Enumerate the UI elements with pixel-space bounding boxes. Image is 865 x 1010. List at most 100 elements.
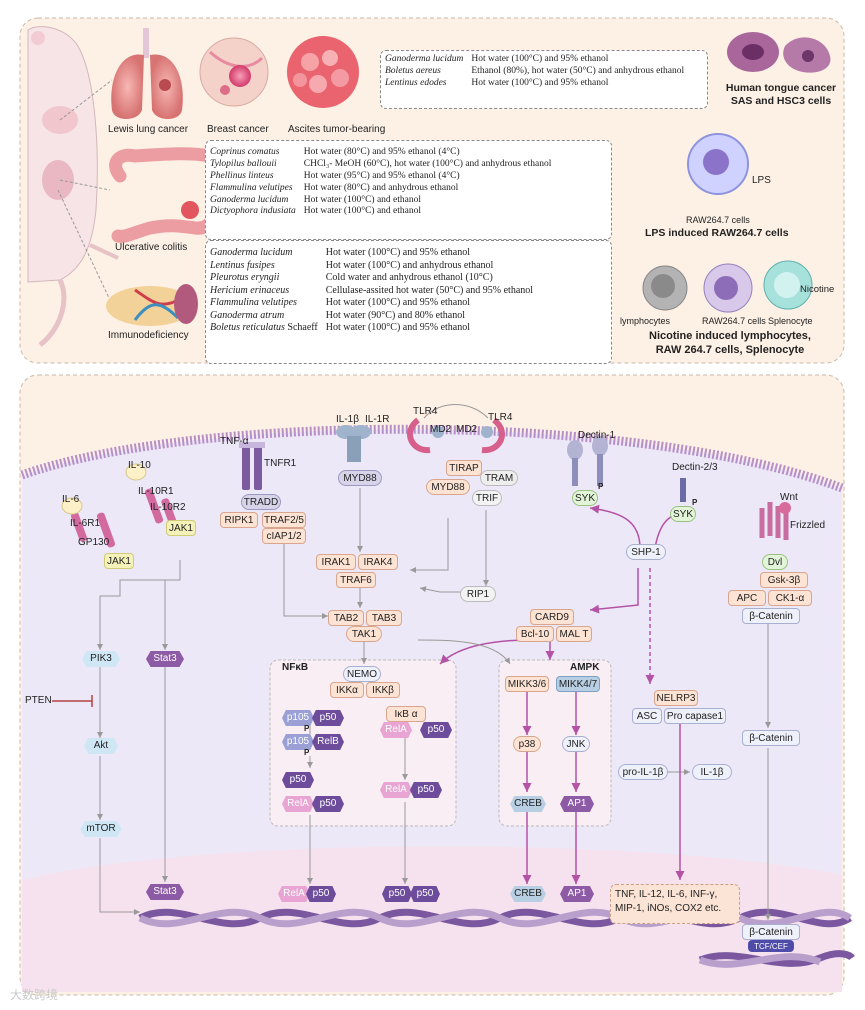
- myd88-node-a: MYD88: [338, 470, 382, 486]
- breast-illustration: [199, 37, 269, 107]
- mtor-node: mTOR: [80, 821, 122, 837]
- phospho-label-d: P: [304, 748, 310, 757]
- tnfr1-label: TNFR1: [264, 458, 297, 469]
- trif-node: TRIF: [472, 490, 502, 506]
- immuno-illustration: [106, 284, 198, 326]
- mikk36-node: MIKK3/6: [505, 676, 549, 692]
- syk-node-a: SYK: [572, 490, 598, 506]
- creb-node-dna: CREB: [510, 886, 546, 902]
- species-name: Dictyophora indusiata: [210, 206, 296, 217]
- creb-node-a: CREB: [510, 796, 546, 812]
- pten-inhibit-line: [52, 695, 93, 707]
- il10r1-label: IL-10R1: [138, 486, 174, 497]
- pik3-node: PIK3: [82, 651, 120, 667]
- ampk-title: AMPK: [570, 662, 600, 673]
- nfkb-title: NFκB: [282, 662, 309, 673]
- bcatenin-node-3: β-Catenin: [742, 924, 800, 940]
- il1r-label: IL-1R: [365, 414, 390, 425]
- tongue-cancer-cells: [727, 32, 831, 73]
- irak4-node: IRAK4: [358, 554, 398, 570]
- il1b-label: IL-1β: [336, 414, 359, 425]
- rip1-node: RIP1: [460, 586, 496, 602]
- mouse-illustration: [27, 26, 119, 347]
- ck1a-node: CK1-α: [768, 590, 812, 606]
- rela-node-c: RelA: [380, 782, 412, 798]
- extraction-method: Hot water (100°C) and 95% ethanol: [325, 322, 471, 333]
- dectin23-label: Dectin-2/3: [672, 462, 718, 473]
- lps-label: LPS: [752, 175, 771, 186]
- ripk1-node: RIPK1: [220, 512, 258, 528]
- ap1-node-dna: AP1: [560, 886, 594, 902]
- p105-node-b: p105: [282, 734, 314, 750]
- tak1-node: TAK1: [346, 626, 382, 642]
- extraction-method: CHCl₃- MeOH (60°C), hot water (100°C) an…: [303, 158, 552, 169]
- species-name: Lentinus edodes: [385, 77, 447, 88]
- lps-title: LPS induced RAW264.7 cells: [645, 227, 789, 239]
- malt-node: MAL T: [556, 626, 592, 642]
- ikba-node: IκB α: [386, 706, 426, 722]
- raw-cells-label-2: RAW264.7 cells: [702, 316, 766, 326]
- p50-node-a: p50: [312, 710, 344, 726]
- nicotine-title-1: Nicotine induced lymphocytes,: [649, 330, 811, 342]
- phospho-label-b: P: [692, 498, 698, 507]
- species-name: Ganoderma lucidum: [385, 54, 464, 64]
- p50-node-dna-c: p50: [410, 886, 440, 902]
- p38-node: p38: [513, 736, 541, 752]
- species-name: Boletus aereus: [385, 65, 441, 76]
- extraction-row: Phellinus linteus Hot water (95°C) and 95…: [206, 171, 555, 183]
- extraction-method: Hot water (100°C) and 95% ethanol: [471, 54, 609, 64]
- nlrp3-node: NELRP3: [654, 690, 698, 706]
- lung-illustration: [111, 28, 183, 120]
- myd88-node-b: MYD88: [426, 479, 470, 495]
- species-name: Phellinus linteus: [210, 170, 274, 181]
- dectin1-label: Dectin-1: [578, 430, 616, 441]
- il10-label: IL-10: [128, 460, 151, 471]
- procaspase1-node: Pro capase1: [664, 708, 726, 724]
- frizzled-label: Frizzled: [790, 520, 826, 531]
- cytokines-line-1: TNF, IL-12, IL-6, INF-γ,: [615, 889, 718, 900]
- species-name: Coprinus comatus: [210, 147, 280, 157]
- tcf-node: TCF/CEF: [748, 940, 794, 952]
- il10r2-label: IL-10R2: [150, 502, 186, 513]
- irak1-node: IRAK1: [316, 554, 356, 570]
- species-name: Ganoderma lucidum: [210, 194, 289, 205]
- nemo-node: NEMO: [343, 666, 381, 682]
- tongue-subtitle: SAS and HSC3 cells: [730, 95, 832, 107]
- phospho-label-c: P: [304, 724, 310, 733]
- breast-label: Breast cancer: [207, 124, 269, 135]
- p105-node-a: p105: [282, 710, 314, 726]
- nicotine-title-2: RAW 264.7 cells, Splenocyte: [655, 344, 805, 356]
- tlr4-label-a: TLR4: [413, 406, 438, 417]
- p50-node-dna-a: p50: [306, 886, 336, 902]
- cell-membrane: [20, 424, 844, 493]
- p50-node-dna-b: p50: [382, 886, 412, 902]
- syk-node-b: SYK: [670, 506, 696, 522]
- extraction-method: Cold water and anhydrous ethanol (10°C): [325, 272, 493, 283]
- extraction-method: Hot water (95°C) and 95% ethanol (4°C): [303, 170, 460, 181]
- shp1-node: SHP-1: [626, 544, 666, 560]
- ikkb-node: IKKβ: [366, 682, 400, 698]
- species-name: Ganoderma lucidum: [210, 247, 293, 258]
- bcatenin-node-2: β-Catenin: [742, 730, 800, 746]
- akt-node: Akt: [84, 738, 118, 754]
- jak1-node-b: JAK1: [166, 520, 196, 536]
- ciap12-node: cIAP1/2: [262, 528, 306, 544]
- tlr4-label-b: TLR4: [488, 412, 513, 423]
- gp130-label: GP130: [78, 537, 110, 548]
- splenocyte-label: Splenocyte: [768, 316, 813, 326]
- species-suffix: Schaeff: [284, 322, 318, 333]
